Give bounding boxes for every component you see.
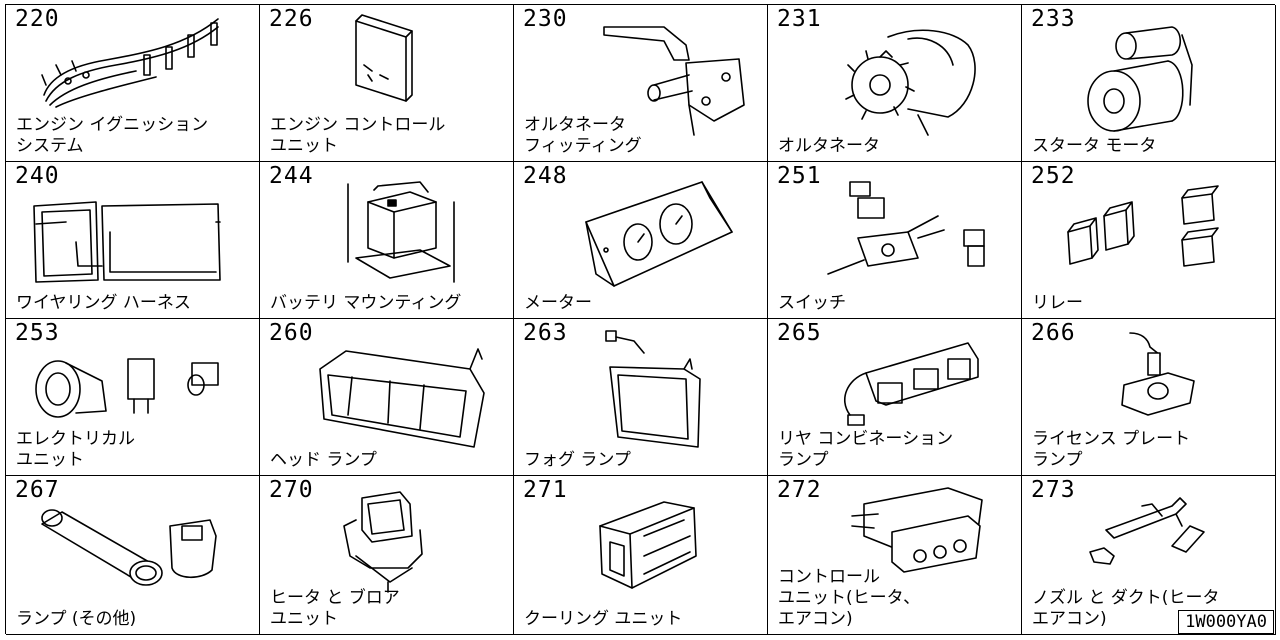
cell-code: 253 (15, 320, 60, 346)
catalog-cell-226[interactable]: 226 エンジン コントロール ユニット (260, 5, 514, 162)
cell-label: フォグ ランプ (524, 450, 631, 470)
cell-label: バッテリ マウンティング (270, 293, 462, 313)
cell-code: 233 (1031, 6, 1076, 32)
catalog-cell-263[interactable]: 263 フォグ ランプ (514, 319, 768, 476)
catalog-cell-266[interactable]: 266 ライセンス プレート ランプ (1022, 319, 1276, 476)
cell-label: スイッチ (778, 293, 846, 313)
catalog-cell-230[interactable]: 230 オルタネータ フィッティング (514, 5, 768, 162)
catalog-cell-231[interactable]: 231 オルタネータ (768, 5, 1022, 162)
cell-label: リヤ コンビネーション ランプ (778, 429, 954, 470)
cell-label: ワイヤリング ハーネス (16, 293, 191, 313)
cell-label: クーリング ユニット (524, 609, 683, 629)
cell-label: コントロール ユニット(ヒータ、 エアコン) (778, 567, 921, 629)
catalog-cell-253[interactable]: 253 エレクトリカル ユニット (6, 319, 260, 476)
cell-label: エンジン イグニッション システム (16, 115, 209, 156)
parts-catalog-grid: 220 エンジン イグニッション システム 226 エンジン コントロール ユニ… (5, 4, 1276, 635)
cell-code: 220 (15, 6, 60, 32)
cell-label: リレー (1032, 293, 1083, 313)
cell-label: エレクトリカル ユニット (16, 429, 135, 470)
cell-label: ノズル と ダクト(ヒータ エアコン) (1032, 588, 1220, 629)
cell-code: 251 (777, 163, 822, 189)
catalog-cell-265[interactable]: 265 リヤ コンビネーション ランプ (768, 319, 1022, 476)
cell-code: 263 (523, 320, 568, 346)
cell-code: 272 (777, 477, 822, 503)
cell-code: 248 (523, 163, 568, 189)
cell-label: オルタネータ (778, 136, 880, 156)
cell-code: 230 (523, 6, 568, 32)
cell-label: ライセンス プレート ランプ (1032, 429, 1191, 470)
cell-code: 271 (523, 477, 568, 503)
cell-code: 265 (777, 320, 822, 346)
cell-label: ヒータ と ブロア ユニット (270, 588, 400, 629)
cell-code: 273 (1031, 477, 1076, 503)
catalog-cell-260[interactable]: 260 ヘッド ランプ (260, 319, 514, 476)
catalog-cell-267[interactable]: 267 ランプ (その他) (6, 476, 260, 635)
cell-label: ランプ (その他) (16, 609, 137, 629)
catalog-cell-252[interactable]: 252 リレー (1022, 162, 1276, 319)
cell-label: エンジン コントロール ユニット (270, 115, 446, 156)
cell-label: オルタネータ フィッティング (524, 115, 642, 156)
cell-code: 260 (269, 320, 314, 346)
catalog-cell-251[interactable]: 251 スイッチ (768, 162, 1022, 319)
catalog-cell-240[interactable]: 240 ワイヤリング ハーネス (6, 162, 260, 319)
cell-code: 252 (1031, 163, 1076, 189)
cell-code: 266 (1031, 320, 1076, 346)
catalog-cell-271[interactable]: 271 クーリング ユニット (514, 476, 768, 635)
cell-label: スタータ モータ (1032, 136, 1157, 156)
catalog-cell-248[interactable]: 248 メーター (514, 162, 768, 319)
cell-code: 226 (269, 6, 314, 32)
cell-code: 244 (269, 163, 314, 189)
catalog-cell-270[interactable]: 270 ヒータ と ブロア ユニット (260, 476, 514, 635)
cell-code: 267 (15, 477, 60, 503)
catalog-cell-272[interactable]: 272 コントロール ユニット(ヒータ、 エアコン) (768, 476, 1022, 635)
cell-code: 240 (15, 163, 60, 189)
cell-label: ヘッド ランプ (270, 450, 377, 470)
cell-label: メーター (524, 293, 592, 313)
catalog-cell-244[interactable]: 244 バッテリ マウンティング (260, 162, 514, 319)
cell-code: 270 (269, 477, 314, 503)
catalog-cell-233[interactable]: 233 スタータ モータ (1022, 5, 1276, 162)
catalog-cell-220[interactable]: 220 エンジン イグニッション システム (6, 5, 260, 162)
cell-code: 231 (777, 6, 822, 32)
document-id: 1W000YA0 (1178, 610, 1274, 634)
